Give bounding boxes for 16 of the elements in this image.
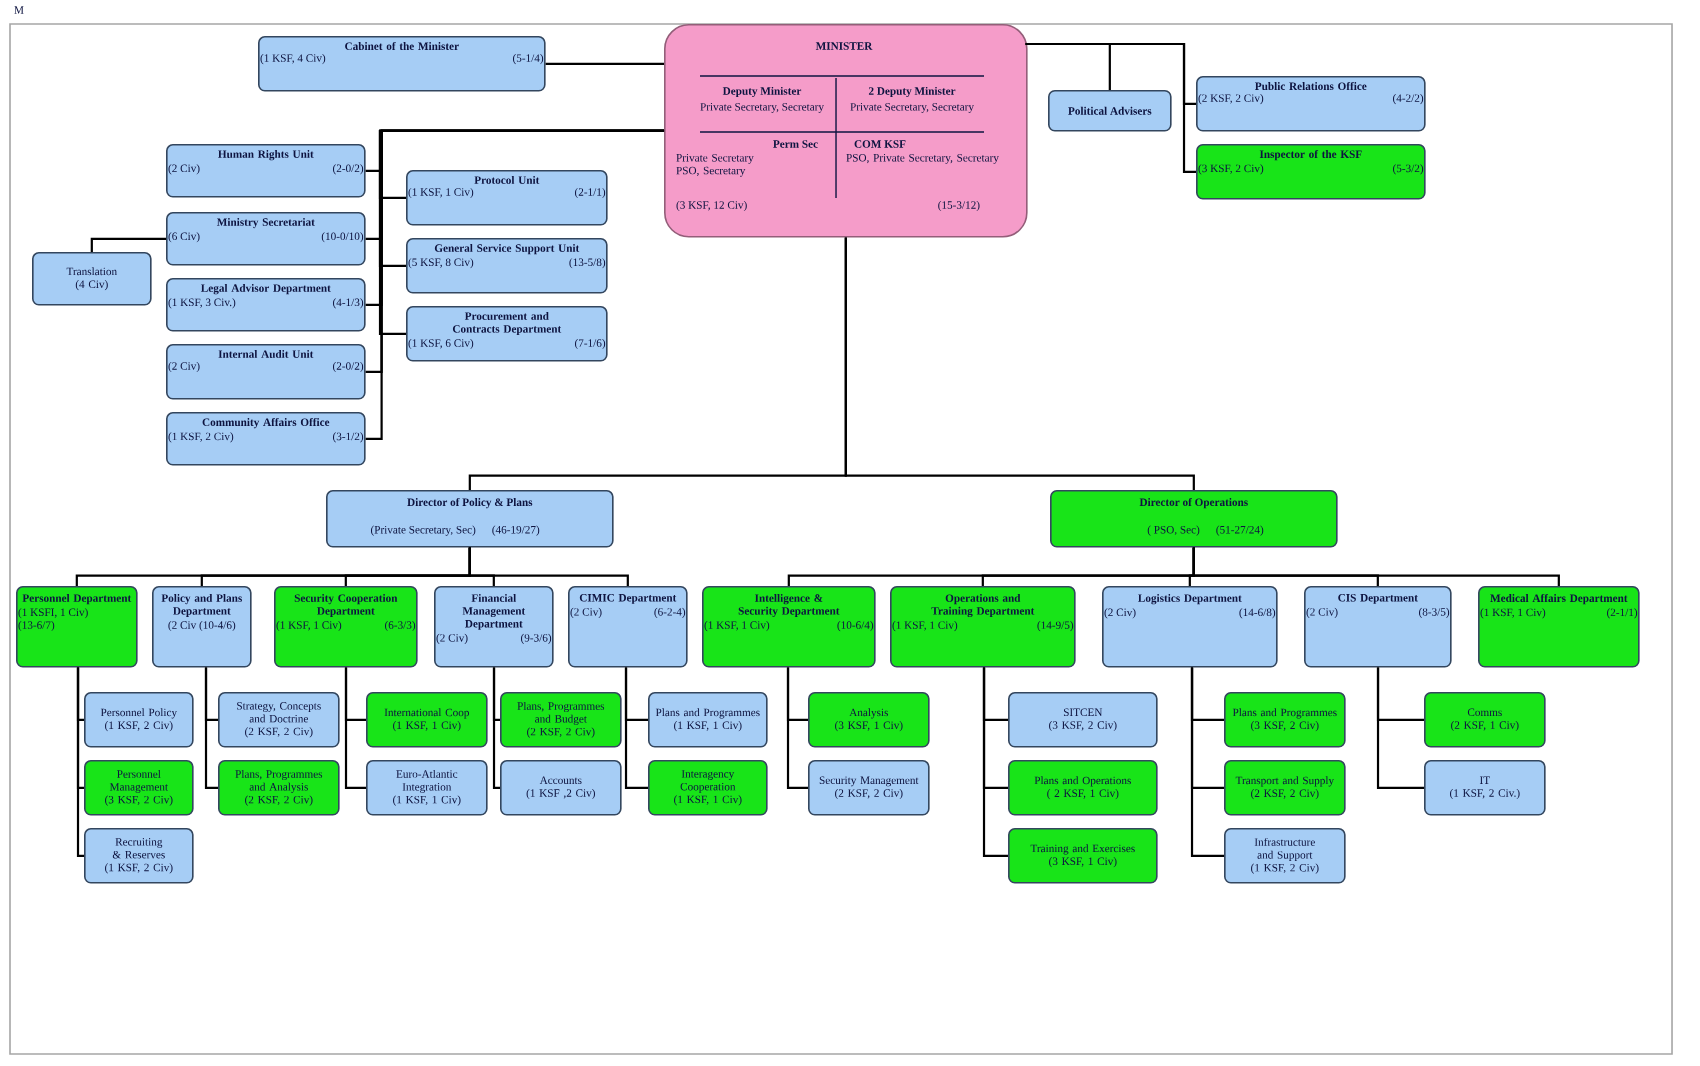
connector-line [1025,42,1196,173]
connector-line [90,237,166,252]
connector-line [1192,547,1560,586]
connector-line [365,129,664,440]
connector-line [1376,667,1424,789]
connector-line [76,667,84,857]
connector-line [344,667,366,789]
connector-line [204,667,218,789]
connector-line [1190,667,1224,857]
connector-line [844,237,1195,490]
connector-line [545,62,664,65]
connector-line [786,667,808,789]
connector-line [468,547,629,586]
connector-line [624,667,648,789]
connector-line [982,667,1008,857]
connector-line [492,667,500,789]
